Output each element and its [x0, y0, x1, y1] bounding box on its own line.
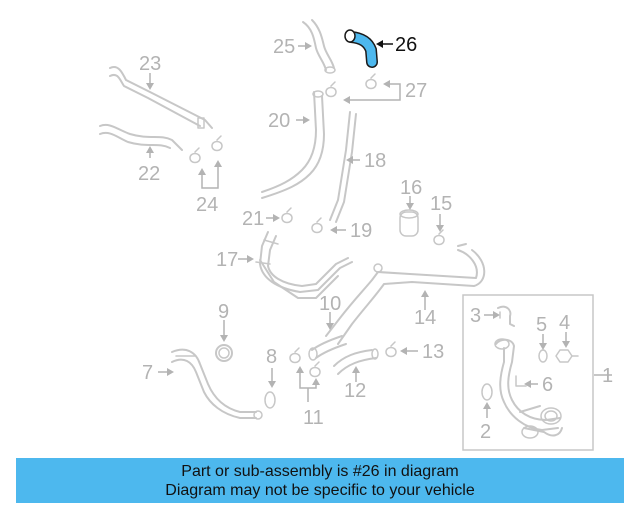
part-27-clamps: [325, 73, 377, 98]
banner-line-1: Part or sub-assembly is #26 in diagram: [181, 463, 459, 480]
callout-20: 20: [268, 110, 290, 132]
callout-2: 2: [480, 421, 491, 443]
callout-13: 13: [422, 341, 444, 363]
part-10-hose: [308, 335, 347, 361]
part-23-pipe: [109, 66, 213, 129]
part-17-pipe: [255, 231, 353, 299]
callout-21: 21: [242, 208, 264, 230]
callout-11: 11: [303, 407, 324, 429]
part-22-hose: [99, 124, 183, 151]
part-4-sensor: [555, 349, 579, 363]
callout-8: 8: [266, 346, 277, 368]
callout-5: 5: [536, 314, 547, 336]
part-1-assembly: [462, 294, 594, 451]
callout-25: 25: [273, 36, 295, 58]
part-8-oring: [264, 391, 276, 409]
part-13-clamp: [385, 341, 397, 358]
part-20-pipe: [261, 90, 325, 199]
part-25-hose: [302, 19, 336, 74]
callout-26: 26: [395, 34, 417, 56]
part-18-pipe: [329, 111, 357, 223]
info-banner: Part or sub-assembly is #26 in diagram D…: [16, 458, 624, 503]
callout-15: 15: [430, 193, 452, 215]
callout-19: 19: [350, 220, 372, 242]
callout-9: 9: [218, 301, 229, 323]
part-5-oring: [538, 349, 548, 363]
callout-14: 14: [414, 307, 436, 329]
callout-18: 18: [364, 150, 386, 172]
part-2-oring: [481, 383, 493, 401]
callout-23: 23: [139, 53, 161, 75]
callout-6: 6: [542, 374, 553, 396]
part-11-clamps: [289, 347, 321, 378]
callout-17: 17: [216, 249, 238, 271]
callout-16: 16: [400, 177, 422, 199]
callout-1: 1: [602, 365, 613, 387]
banner-line-2: Diagram may not be specific to your vehi…: [165, 482, 475, 499]
part-26-hose[interactable]: [344, 29, 378, 68]
part-15-clamp: [433, 229, 445, 246]
part-7-hose: [171, 348, 263, 420]
callout-7: 7: [142, 362, 153, 384]
callout-4: 4: [559, 312, 570, 334]
parts-diagram: 26 25 27 23 22 24: [99, 19, 613, 451]
callout-24: 24: [196, 194, 218, 216]
part-21-clamp: [281, 207, 293, 224]
callout-10: 10: [319, 293, 341, 315]
part-9-oring: [215, 344, 233, 362]
part-24-clamps: [189, 135, 223, 164]
callout-27: 27: [405, 80, 427, 102]
callout-3: 3: [470, 305, 481, 327]
part-16-sensor: [399, 209, 419, 237]
callout-12: 12: [344, 380, 366, 402]
part-3-clip: [497, 305, 515, 327]
part-19-clamp: [311, 217, 323, 234]
part-14-hose: [325, 243, 486, 345]
callout-22: 22: [138, 163, 160, 185]
part-12-hose: [333, 348, 379, 375]
part-6-clip: [515, 375, 527, 387]
